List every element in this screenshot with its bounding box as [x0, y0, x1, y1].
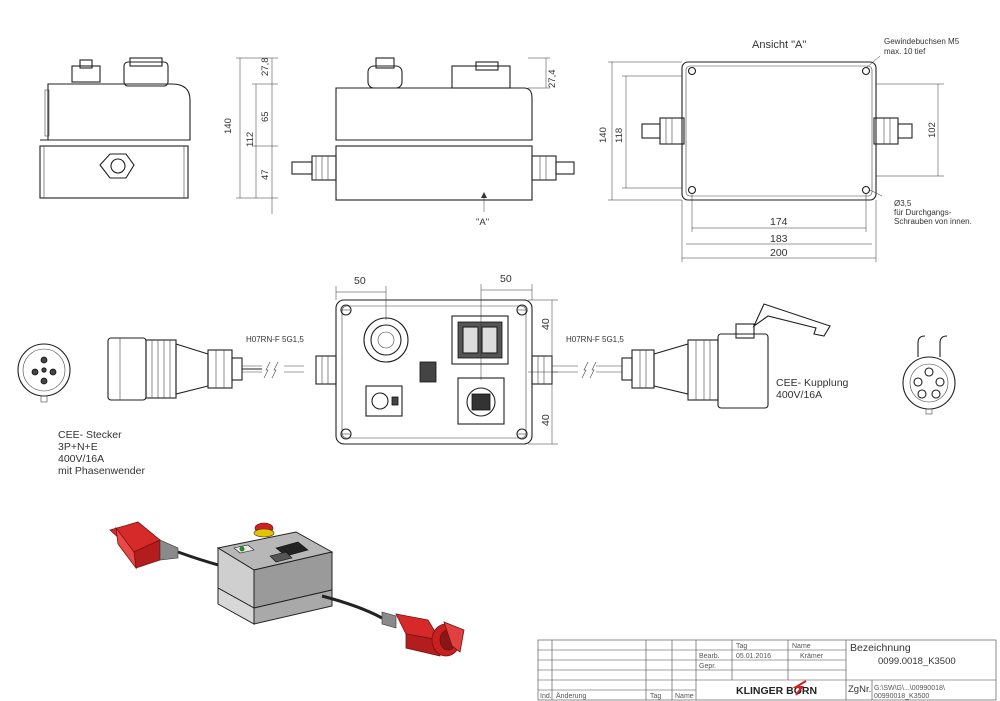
hole-note-3: Schrauben von innen.: [894, 217, 972, 226]
hole-note-1: Ø3,5: [894, 199, 912, 208]
dim-box-50-right: 50: [500, 273, 512, 285]
kupplung-line-1: CEE- Kupplung: [776, 377, 849, 389]
hole-note-2: für Durchgangs-: [894, 208, 952, 217]
tb-bez-label: Bezeichnung: [850, 642, 911, 654]
dim-a-200: 200: [770, 247, 788, 259]
tb-col-name: Name: [792, 643, 811, 650]
dim-a-183: 183: [770, 233, 788, 245]
title-block-frame: [537, 639, 997, 701]
view-a-title: Ansicht "A": [752, 39, 806, 51]
dim-box-50-left: 50: [354, 275, 366, 287]
dim-a-102: 102: [927, 122, 938, 138]
side-view: [39, 57, 191, 199]
box-dimensions: [335, 284, 558, 445]
tb-bearb-name: Krämer: [800, 653, 824, 660]
dim-box-40-top: 40: [540, 318, 552, 330]
box-glands: [315, 355, 622, 385]
thread-note-2: max. 10 tief: [884, 47, 926, 56]
dim-side-140: 140: [223, 118, 234, 134]
front-view-marker: "A": [476, 217, 489, 228]
tb-row-bearb: Bearb.: [699, 653, 720, 660]
tb-row-gepr: Gepr.: [699, 663, 716, 670]
tb-zg-value: 00990018_K3500: [874, 693, 929, 700]
tb-bez-value: 0099.0018_K3500: [878, 656, 956, 667]
view-a: [641, 61, 913, 201]
dim-side-65: 65: [260, 111, 271, 122]
dim-side-27-8: 27,8: [260, 58, 271, 77]
thread-note-1: Gewindebuchsen M5: [884, 37, 960, 46]
dim-front-27-4: 27,4: [547, 70, 558, 89]
tb-col-tag: Tag: [736, 643, 747, 650]
iso-view: [109, 521, 465, 657]
cee-stecker-face: [17, 343, 71, 403]
box-top-view: [335, 299, 533, 445]
dim-a-174: 174: [770, 216, 788, 228]
side-dimensions: [236, 57, 278, 214]
view-a-dimensions: [608, 61, 944, 262]
kupplung-line-2: 400V/16A: [776, 389, 822, 401]
front-dimensions: [528, 57, 550, 89]
stecker-line-2: 3P+N+E: [58, 441, 98, 453]
dim-side-47: 47: [260, 169, 271, 180]
tb-tag2: Tag: [650, 693, 661, 700]
tb-zg-path: G:\SW\G\...\00990018\: [874, 685, 945, 692]
tb-zg-label: ZgNr.: [848, 684, 871, 695]
tb-ind: Ind.: [540, 693, 552, 700]
cee-kupplung-body: [621, 303, 831, 409]
cable-left-label: H07RN-F 5G1,5: [246, 335, 304, 344]
tb-bearb-date: 05.01.2016: [736, 653, 771, 660]
stecker-line-1: CEE- Stecker: [58, 429, 122, 441]
dim-side-112: 112: [245, 132, 256, 147]
dim-a-118: 118: [614, 128, 625, 143]
tb-aenderung: Änderung: [556, 692, 586, 700]
front-view: [291, 57, 575, 212]
cee-stecker-body: [107, 337, 304, 401]
dim-a-140: 140: [598, 127, 609, 143]
stecker-line-4: mit Phasenwender: [58, 465, 145, 477]
stecker-line-3: 400V/16A: [58, 453, 104, 465]
dim-box-40-bottom: 40: [540, 414, 552, 426]
tb-name2: Name: [675, 693, 694, 700]
tb-logo: KLINGER BORN: [736, 685, 817, 697]
logo-bolt-icon: [792, 680, 807, 696]
cable-right-label: H07RN-F 5G1,5: [566, 335, 624, 344]
cee-kupplung-face: [902, 335, 956, 415]
